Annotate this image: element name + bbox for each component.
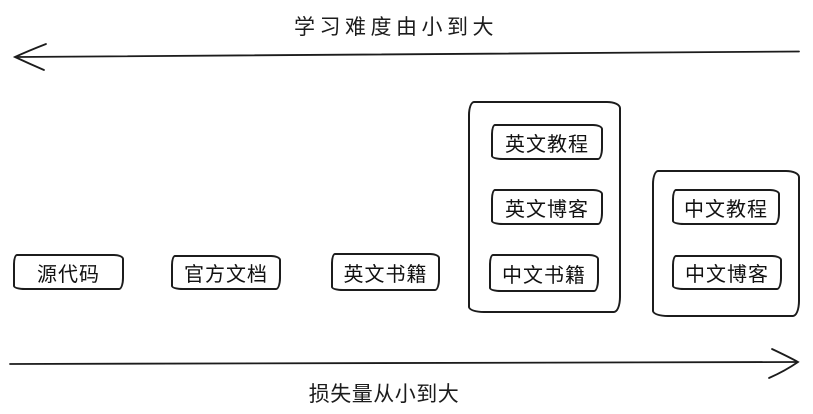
node-english-blog: 英文博客 [491,189,603,225]
group-easy-difficulty: 中文教程 中文博客 [652,170,800,317]
node-chinese-blog-label: 中文博客 [685,264,769,286]
node-source-code-label: 源代码 [37,263,100,286]
node-chinese-books-label: 中文书籍 [502,264,586,287]
group-mid-difficulty: 英文教程 英文博客 中文书籍 [468,101,621,313]
node-official-docs: 官方文档 [171,255,281,290]
node-chinese-tutorial: 中文教程 [672,189,780,225]
node-english-blog-label: 英文博客 [505,198,589,221]
node-source-code: 源代码 [13,254,124,290]
node-english-tutorial-label: 英文教程 [505,133,589,156]
node-english-books-label: 英文书籍 [343,263,428,286]
node-chinese-books: 中文书籍 [489,254,599,292]
loss-axis-label: 损失量从小到大 [308,383,460,406]
difficulty-axis-label: 学习难度由小到大 [294,16,498,39]
node-english-books: 英文书籍 [331,253,440,291]
arrow-right-icon [9,348,800,379]
node-english-tutorial: 英文教程 [491,124,603,160]
arrow-left-icon [12,43,800,71]
node-chinese-blog: 中文博客 [672,255,782,290]
node-official-docs-label: 官方文档 [184,264,268,286]
node-chinese-tutorial-label: 中文教程 [684,198,768,221]
